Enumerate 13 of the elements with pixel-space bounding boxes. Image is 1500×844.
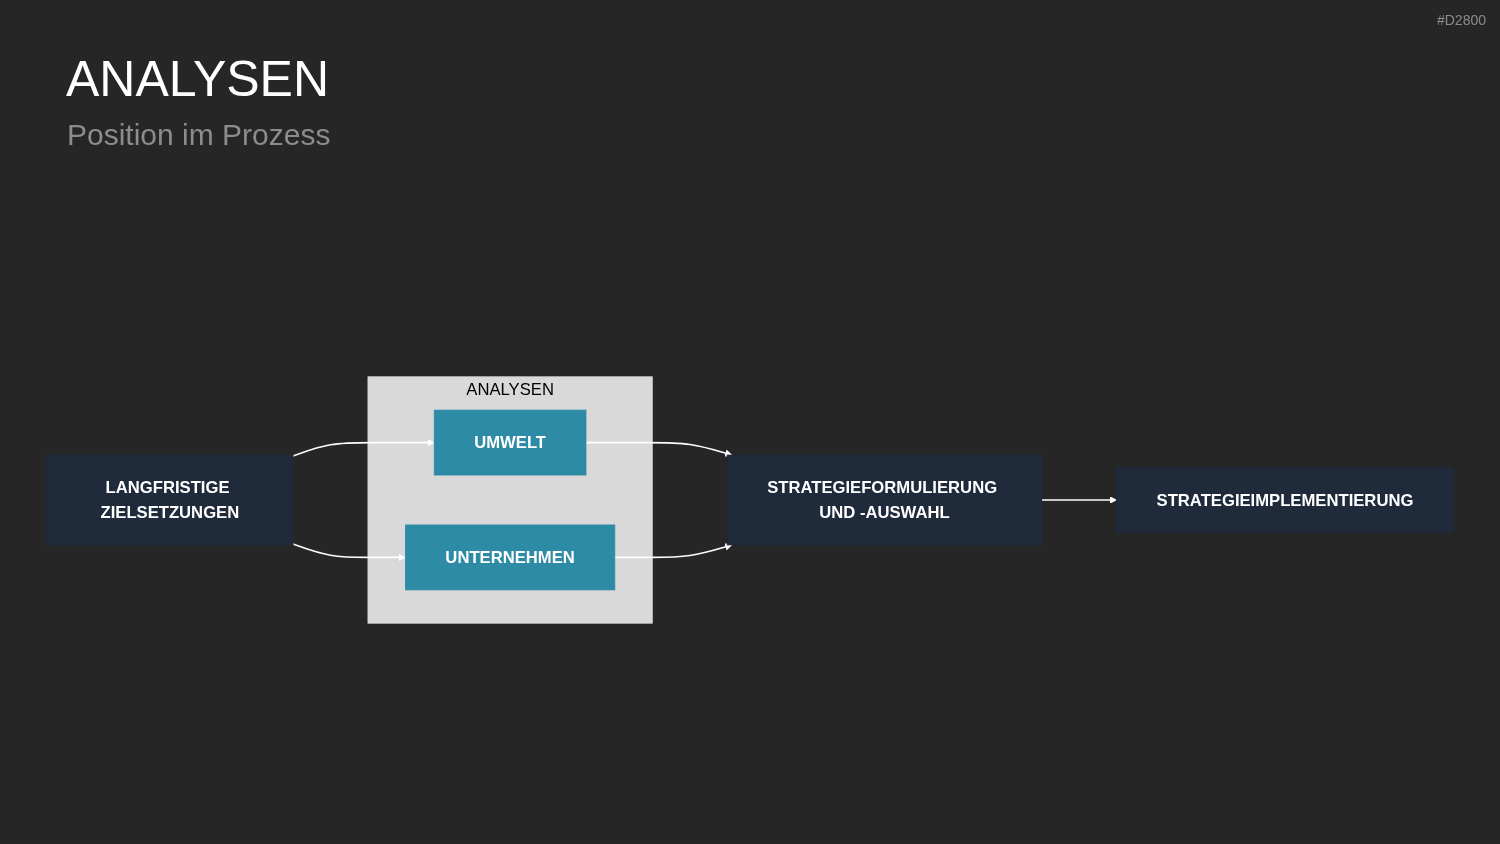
arrow	[292, 543, 406, 562]
arrow	[613, 543, 733, 559]
slide-code: #D2800	[1436, 12, 1486, 28]
node-box: UMWELT	[433, 409, 587, 476]
slide-title: ANALYSEN	[66, 50, 330, 108]
arrow	[292, 438, 435, 457]
slide-subtitle: Position im Prozess	[67, 118, 331, 152]
arrow	[1040, 496, 1117, 504]
arrow	[585, 441, 733, 457]
node-box: UNTERNEHMEN	[405, 524, 616, 591]
node-box: STRATEGIEIMPLEMENTIERUNG	[1116, 467, 1454, 533]
node-box: LANGFRISTIGE ZIELSETZUNGEN	[46, 454, 294, 546]
node-box: STRATEGIEFORMULIERUNG UND -AUSWAHL	[726, 454, 1043, 546]
